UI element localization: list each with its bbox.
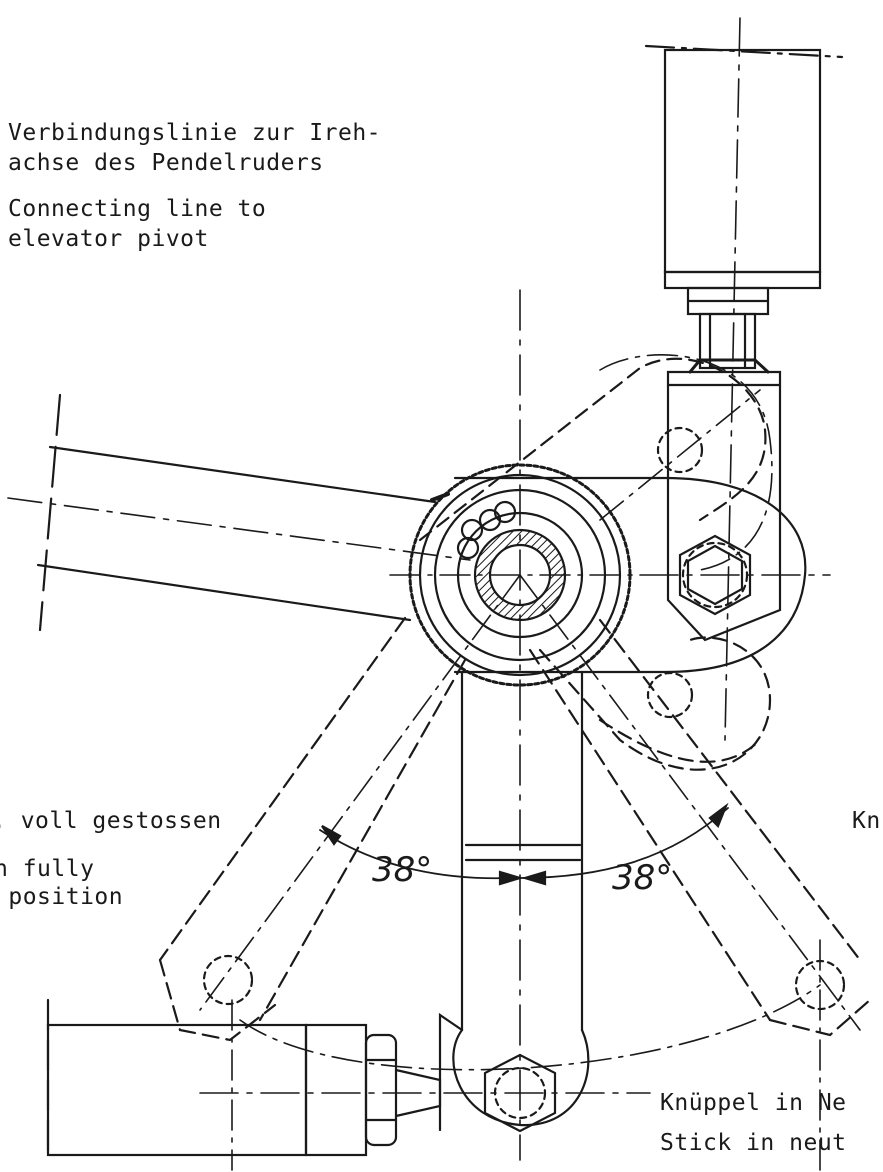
angle-label-right: 38° — [612, 858, 673, 898]
connecting-line-label-de-line2: achse des Pendelruders — [8, 150, 324, 176]
left-upper-arm — [7, 393, 471, 632]
left-position-label-en-line1: n fully — [0, 856, 95, 882]
angle-arcs — [239, 802, 821, 1071]
neutral-label-en: Stick in neut — [660, 1130, 847, 1156]
neutral-label-de: Knüppel in Ne — [660, 1090, 847, 1116]
right-hex-nut — [639, 534, 831, 616]
left-position-label-en-line2: position — [0, 884, 124, 910]
left-position-label-de: . voll gestossen — [0, 808, 222, 834]
connecting-line-label-en-line1: Connecting line to — [8, 196, 267, 222]
right-position-label-de: Kn — [852, 808, 881, 834]
right-dashed-stick — [519, 574, 872, 1171]
connecting-line-label-en-line2: elevator pivot — [8, 226, 209, 252]
dashed-link-lower — [538, 636, 772, 771]
lower-cylinder — [46, 998, 442, 1171]
link-plate — [453, 354, 807, 674]
angle-label-left: 38° — [372, 850, 433, 890]
lower-hex-nut — [199, 1053, 651, 1133]
connecting-line-label-de-line1: Verbindungslinie zur Ireh- — [8, 120, 382, 146]
vertical-stick — [438, 670, 590, 1132]
dashed-link-upper — [418, 357, 767, 542]
left-dashed-stick — [158, 574, 521, 1042]
top-cylinder — [644, 17, 844, 741]
